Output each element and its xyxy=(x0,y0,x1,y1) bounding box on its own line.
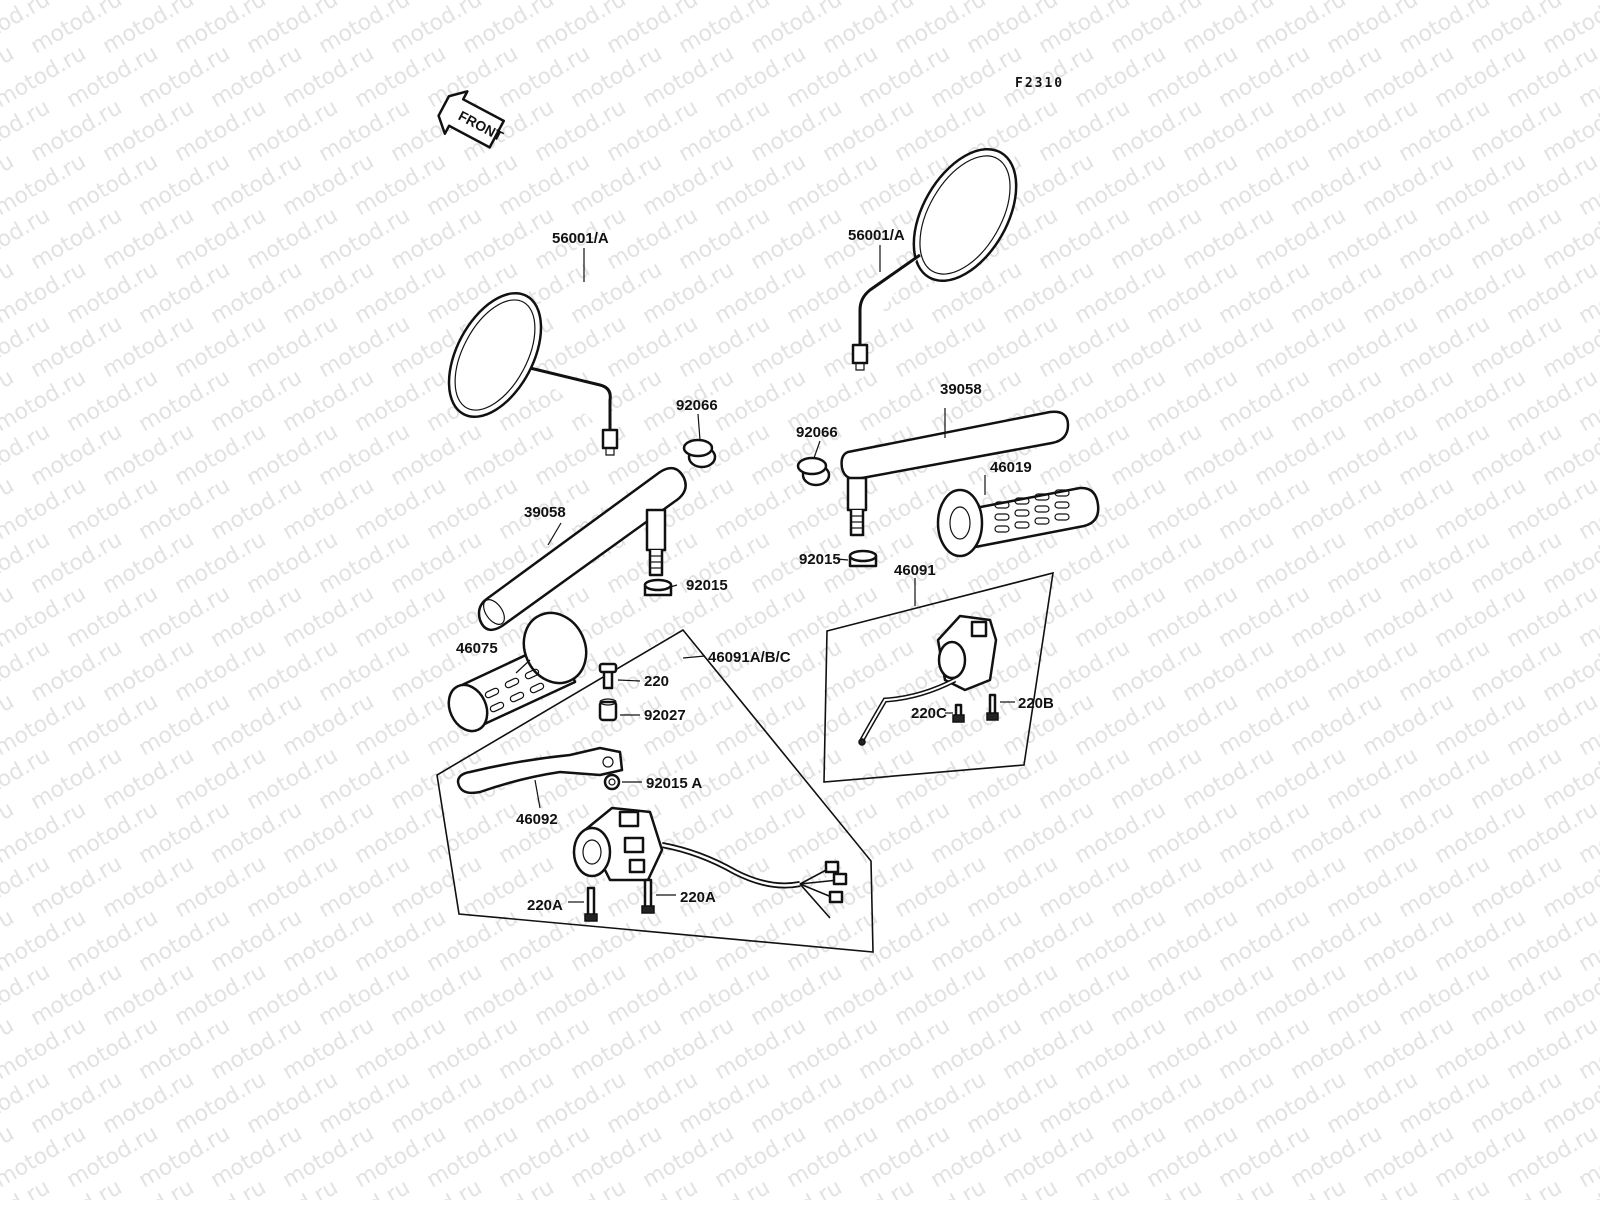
screw-220c xyxy=(953,705,964,722)
label-mirror-right: 56001/A xyxy=(848,227,905,244)
label-screw-220c: 220C xyxy=(911,705,947,722)
label-screw-220b: 220B xyxy=(1018,695,1054,712)
label-switch-left: 46091A/B/C xyxy=(708,649,791,666)
label-bar-right: 39058 xyxy=(940,381,982,398)
label-screw-220: 220 xyxy=(644,673,669,690)
label-nut-a: 92015 A xyxy=(646,775,702,792)
label-plug-left: 92066 xyxy=(676,397,718,414)
screw-220a-1 xyxy=(585,888,597,921)
nut-right xyxy=(850,551,876,566)
label-collar: 92027 xyxy=(644,707,686,724)
nut-92015a xyxy=(605,775,619,789)
label-switch-right: 46091 xyxy=(894,562,936,579)
label-mirror-left: 56001/A xyxy=(552,230,609,247)
collar-92027 xyxy=(600,699,616,720)
label-grip-left: 46075 xyxy=(456,640,498,657)
screw-220a-2 xyxy=(642,880,654,913)
label-grip-right: 46019 xyxy=(990,459,1032,476)
label-screw-220a-1: 220A xyxy=(527,897,563,914)
plug-right xyxy=(798,458,829,485)
label-plug-right: 92066 xyxy=(796,424,838,441)
label-bar-left: 39058 xyxy=(524,504,566,521)
label-nut-left: 92015 xyxy=(686,577,728,594)
label-nut-right: 92015 xyxy=(799,551,841,568)
label-screw-220a-2: 220A xyxy=(680,889,716,906)
diagram-code: F2310 xyxy=(1015,76,1064,91)
label-lever: 46092 xyxy=(516,811,558,828)
